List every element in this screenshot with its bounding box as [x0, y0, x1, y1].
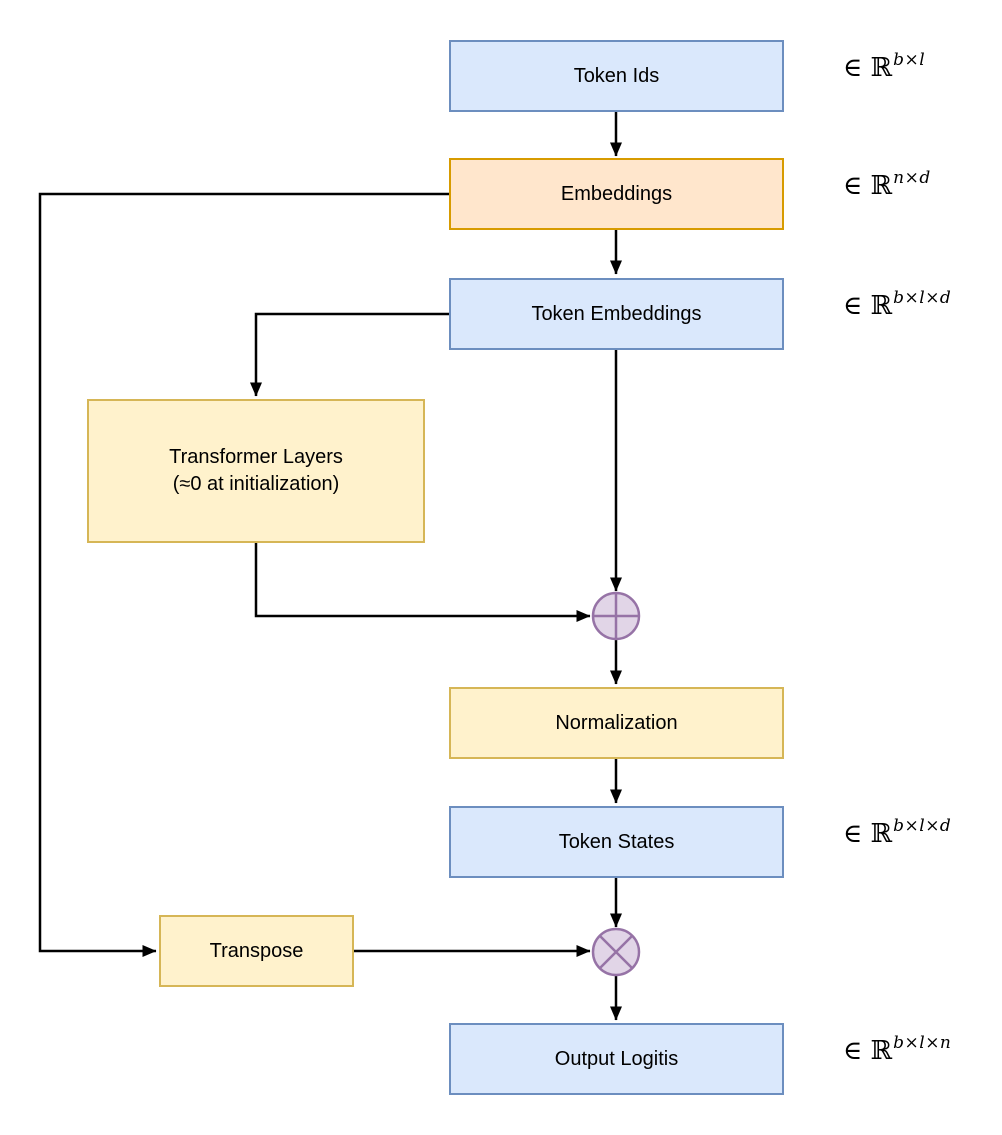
node-sublabel: (≈0 at initialization) [172, 473, 340, 495]
annotation-token-embeddings: ∈ ℝb×l×d [843, 288, 952, 321]
node-transformer-layers: Transformer Layers (≈0 at initialization… [87, 399, 425, 543]
node-output-logits: Output Logitis [449, 1023, 784, 1095]
node-token-embeddings: Token Embeddings [449, 278, 784, 350]
dimension-superscript: n×d [893, 168, 931, 188]
set-membership-text: ∈ ℝ [843, 1036, 893, 1066]
set-membership-text: ∈ ℝ [843, 171, 893, 201]
node-label: Output Logitis [554, 1047, 679, 1070]
edge-token-embeddings-to-transformer-layers [250, 312, 449, 397]
node-normalization: Normalization [449, 687, 784, 759]
node-label: Token States [558, 830, 675, 853]
node-label: Embeddings [560, 182, 673, 205]
plus-circle-icon [591, 591, 641, 641]
node-transpose: Transpose [159, 915, 354, 987]
edge-embeddings-to-transpose [38, 192, 449, 957]
dimension-superscript: b×l×n [893, 1033, 952, 1053]
node-label: Token Embeddings [531, 302, 702, 325]
node-label: Transformer Layers [169, 446, 343, 468]
node-token-states: Token States [449, 806, 784, 878]
node-token-ids: Token Ids [449, 40, 784, 112]
edge-transformer-layers-to-add [254, 543, 591, 622]
dimension-superscript: b×l×d [893, 816, 952, 836]
dimension-superscript: b×l×d [893, 288, 952, 308]
times-circle-icon [591, 927, 641, 977]
annotation-token-states: ∈ ℝb×l×d [843, 816, 952, 849]
set-membership-text: ∈ ℝ [843, 819, 893, 849]
annotation-token-ids: ∈ ℝb×l [843, 50, 926, 83]
node-embeddings: Embeddings [449, 158, 784, 230]
dimension-superscript: b×l [893, 50, 926, 70]
node-label: Transpose [209, 939, 304, 962]
set-membership-text: ∈ ℝ [843, 53, 893, 83]
annotation-output-logits: ∈ ℝb×l×n [843, 1033, 952, 1066]
node-label: Normalization [555, 711, 678, 734]
node-label: Token Ids [573, 64, 660, 87]
set-membership-text: ∈ ℝ [843, 291, 893, 321]
annotation-embeddings: ∈ ℝn×d [843, 168, 931, 201]
